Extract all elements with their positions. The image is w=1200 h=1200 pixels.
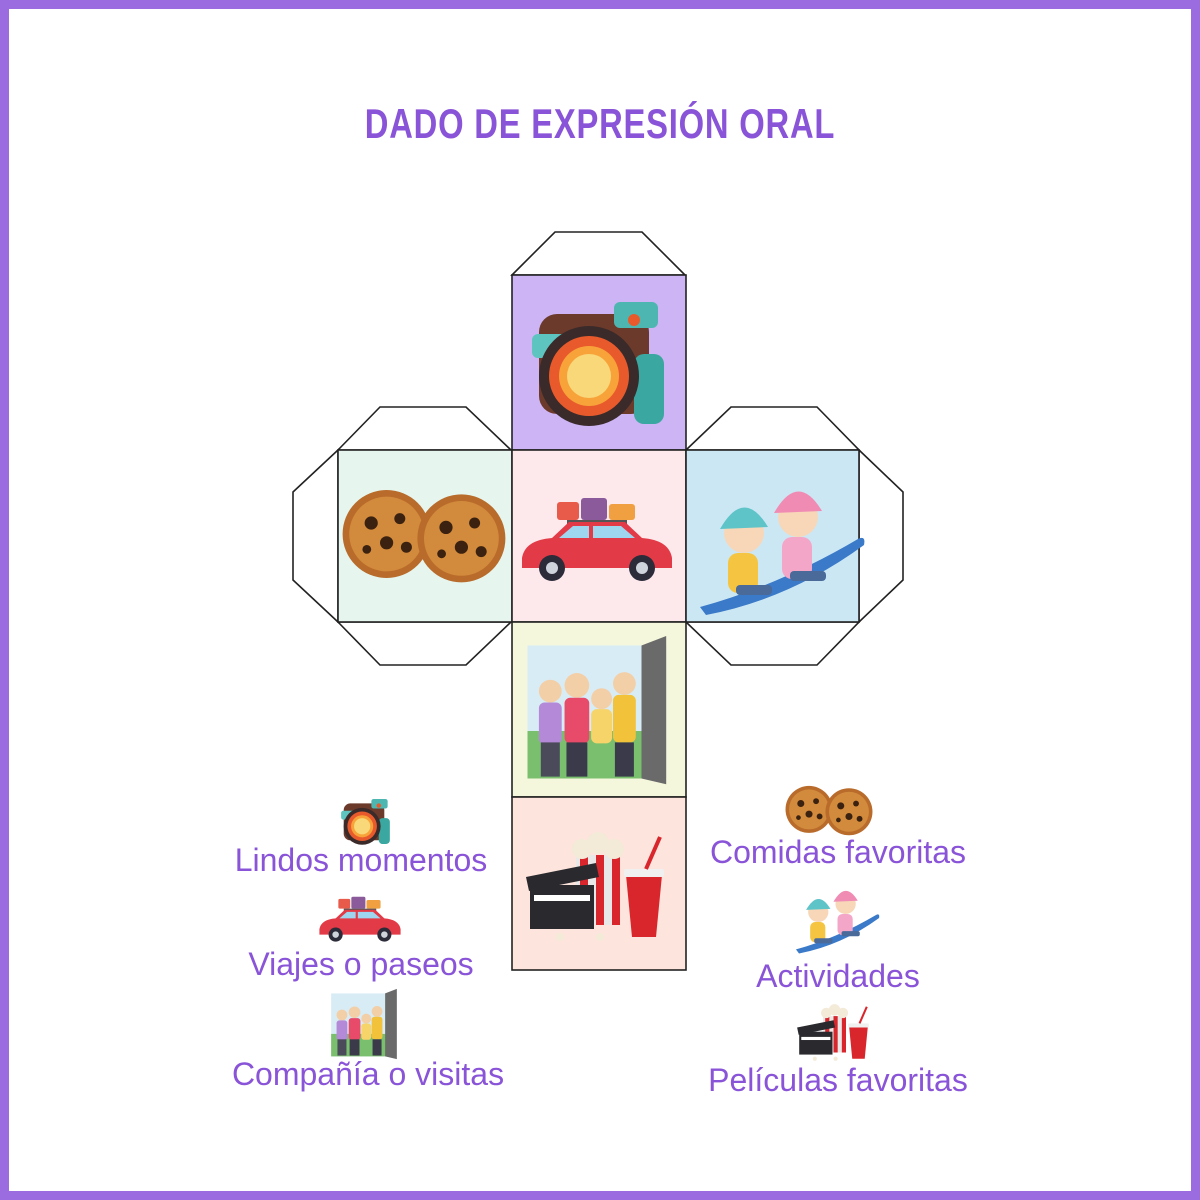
camera-icon (341, 798, 390, 845)
legend-label-actividades: Actividades (756, 958, 920, 994)
camera-icon (532, 302, 664, 426)
family-door-icon (527, 636, 667, 785)
left-bottom-tab (336, 621, 513, 666)
movie-popcorn-icon (796, 1003, 870, 1062)
top-tab (510, 231, 687, 276)
legend-label-peliculas-favoritas: Películas favoritas (708, 1062, 968, 1098)
right-bottom-tab (684, 621, 861, 666)
family-door-icon (331, 988, 397, 1060)
legend-label-viajes-o-paseos: Viajes o paseos (248, 946, 474, 982)
left-top-tab (336, 406, 513, 451)
face-sled (685, 449, 860, 623)
car-icon (319, 896, 401, 942)
sled-kids-icon (795, 890, 880, 954)
legend-label-lindos-momentos: Lindos momentos (234, 842, 488, 878)
legend-label-comidas-favoritas: Comidas favoritas (709, 834, 967, 870)
cookies-icon (782, 782, 876, 838)
left-side-tab (292, 448, 339, 624)
right-side-tab (858, 448, 904, 624)
legend-label-compania-o-visitas: Compañía o visitas (231, 1056, 505, 1092)
right-top-tab (684, 406, 861, 451)
page-title: DADO DE EXPRESIÓN ORAL (364, 100, 836, 147)
